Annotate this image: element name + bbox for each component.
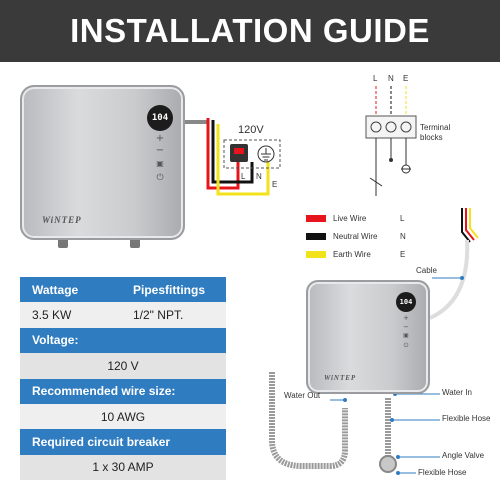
install-mode-icon[interactable]: ▣ [403,332,409,339]
heater-outlet-left [58,240,68,248]
live-wire-swatch [306,215,326,222]
pipefittings-value: 1/2" NPT. [133,308,184,323]
voltage-value-row: 120 V [20,353,226,379]
live-wire-label: Live Wire [333,214,367,223]
cable [429,239,470,320]
breaker-value: 1 x 30 AMP [92,460,154,475]
spec-table: Wattage Pipesfittings 3.5 KW 1/2" NPT. V… [20,277,226,481]
neutral-wire [211,120,254,184]
wire-size-value-row: 10 AWG [20,403,226,430]
breaker-value-row: 1 x 30 AMP [20,454,226,481]
phase-label-l: L [373,74,378,83]
header-banner [0,0,500,62]
wire-size-value: 10 AWG [100,409,146,424]
water-in-label: Water In [442,388,472,397]
page-title: INSTALLATION GUIDE [70,12,430,49]
spec-header-row: Wattage Pipesfittings [20,277,226,303]
breaker-header-row: Required circuit breaker [20,429,226,455]
minus-icon[interactable]: − [155,145,165,156]
wattage-header: Wattage [32,282,79,297]
temperature-display: 104 [147,105,173,131]
install-temperature-display: 104 [396,292,416,312]
neutral-wire-label: Neutral Wire [333,232,378,241]
plus-icon[interactable]: + [155,133,165,144]
angle-valve [379,455,397,473]
power-icon[interactable]: ⏻ [156,173,164,183]
water-heater-main: 104 + − ▣ ⏻ WiNTEP [20,85,185,240]
voltage-header-row: Voltage: [20,327,226,354]
neutral-wire-swatch [306,233,326,240]
wattage-value: 3.5 KW [32,308,72,323]
heater-outlet-right [130,240,140,248]
wire-letter-e: E [272,180,278,189]
wire-letter-l: L [241,172,246,181]
wire-size-header-row: Recommended wire size: [20,378,226,404]
water-out-label: Water Out [284,391,321,400]
earth-wire-swatch [306,251,326,258]
wire-size-header: Recommended wire size: [32,384,176,399]
live-wire-letter: L [400,214,405,223]
phase-label-n: N [388,74,394,83]
water-out-hose [269,372,348,469]
install-minus-icon[interactable]: − [403,323,409,331]
install-plus-icon[interactable]: + [403,314,409,322]
ground-symbol-ring [257,145,275,163]
earth-wire-letter: E [400,250,406,259]
mode-icon[interactable]: ▣ [156,159,164,168]
flexible-hose-2-label: Flexible Hose [418,468,467,477]
pipefittings-header: Pipesfittings [133,282,206,297]
phase-label-e: E [403,74,409,83]
flexible-hose-label: Flexible Hose [442,414,491,423]
earth-wire-label: Earth Wire [333,250,371,259]
live-wire [206,118,240,190]
neutral-wire-letter: N [400,232,406,241]
water-heater-install: 104 + − ▣ ⏻ WiNTEP [306,280,430,394]
terminal-blocks-label: Terminal blocks [420,123,451,142]
terminal-block [365,115,417,139]
breaker-header: Required circuit breaker [32,435,171,450]
install-power-icon[interactable]: ⏻ [403,342,409,349]
wire-letter-n: N [256,172,262,181]
angle-valve-label: Angle Valve [442,451,485,460]
voltage-header: Voltage: [32,333,79,348]
cable-label: Cable [416,266,437,275]
spec-value-row: 3.5 KW 1/2" NPT. [20,302,226,328]
brand-logo: WiNTEP [42,215,82,225]
junction-box [223,139,281,169]
terminal-live-inner [234,148,244,154]
install-brand-logo: WiNTEP [324,374,357,382]
voltage-value: 120 V [107,358,139,373]
voltage-label: 120V [238,124,264,136]
earth-wire [216,124,270,196]
